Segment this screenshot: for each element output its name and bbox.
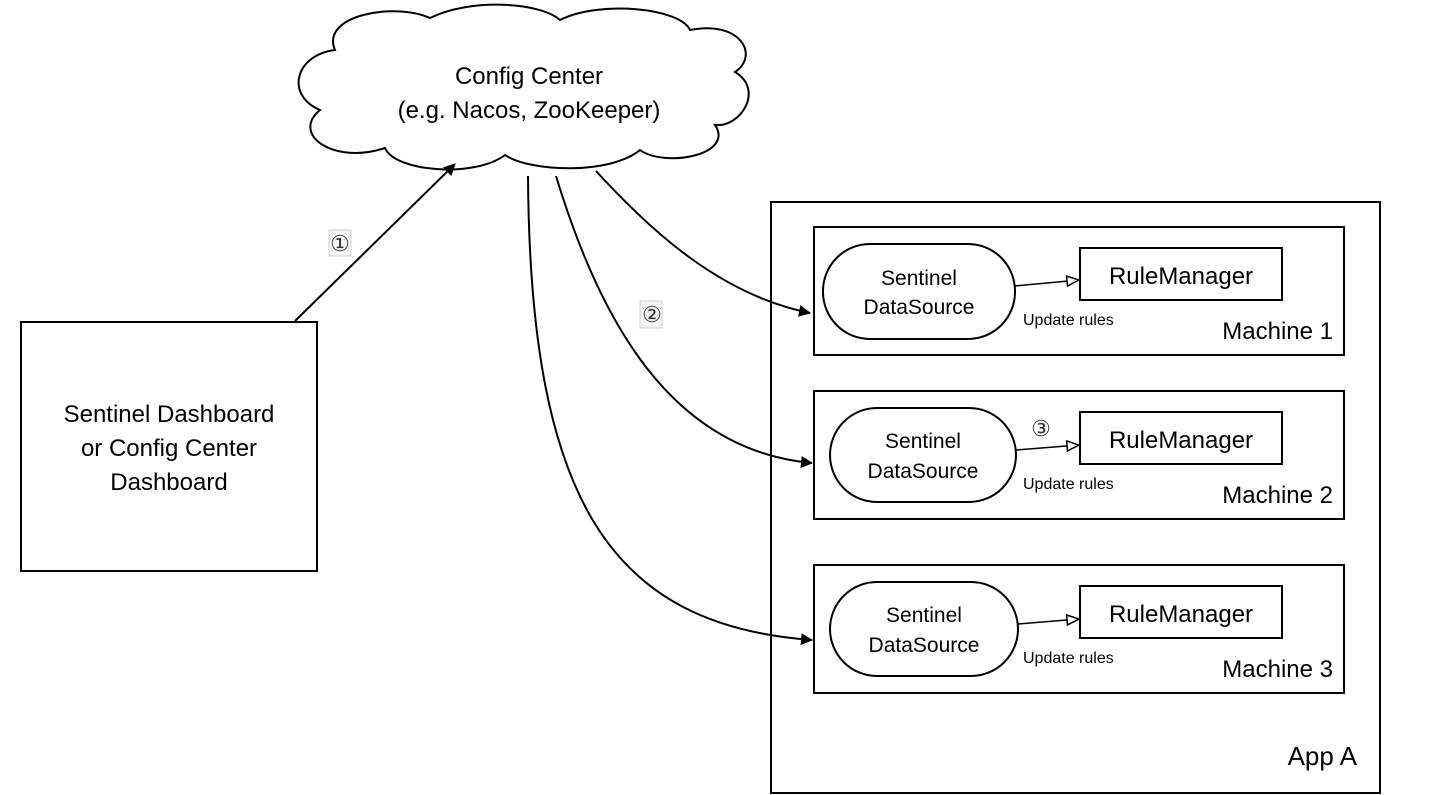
edge-config-to-machine-3: [527, 175, 813, 646]
machine-1-rule-manager: [1079, 247, 1283, 301]
machine-2-label: Machine 2: [1222, 482, 1333, 509]
step-1-box: [328, 229, 352, 257]
machine-1-datasource-line1: Sentinel: [881, 267, 957, 290]
machine-3: Sentinel DataSource Update rules RuleMan…: [813, 564, 1345, 694]
dashboard-node: Sentinel Dashboard or Config Center Dash…: [20, 321, 318, 572]
step-1-label: ①: [330, 231, 350, 256]
machine-1: Sentinel DataSource Update rules RuleMan…: [813, 226, 1345, 356]
machine-3-label: Machine 3: [1222, 656, 1333, 683]
machine-3-update-edge: [1017, 619, 1079, 624]
dashboard-label-line1: Sentinel Dashboard: [64, 401, 275, 428]
dashboard-label-line2: or Config Center: [81, 435, 257, 462]
cloud-shape: [297, 3, 750, 171]
step-3-label: ③: [1031, 416, 1051, 441]
machine-3-rule-manager-label: RuleManager: [1109, 601, 1253, 628]
edge-config-to-machine-2: [555, 175, 813, 468]
machine-1-update-label: Update rules: [1023, 312, 1114, 329]
machine-1-label: Machine 1: [1222, 318, 1333, 345]
machine-3-datasource: [829, 581, 1019, 677]
machine-3-update-label: Update rules: [1023, 650, 1114, 667]
machine-3-datasource-line1: Sentinel: [886, 604, 962, 627]
step-1-marker: ①: [328, 229, 352, 257]
config-center-title: Config Center: [455, 63, 603, 90]
step-2-marker: ②: [639, 300, 663, 329]
machine-2-update-label: Update rules: [1023, 476, 1114, 493]
machine-1-datasource: [822, 243, 1016, 340]
config-center-subtitle: (e.g. Nacos, ZooKeeper): [398, 97, 661, 124]
config-center-node: Config Center (e.g. Nacos, ZooKeeper): [297, 3, 750, 171]
dashboard-label-line3: Dashboard: [110, 469, 227, 496]
machine-2: Sentinel DataSource Update rules ③ RuleM…: [813, 390, 1345, 520]
machine-2-update-edge: [1015, 445, 1079, 450]
app-a-label: App A: [1288, 741, 1358, 771]
machine-1-rule-manager-label: RuleManager: [1109, 263, 1253, 290]
machine-3-datasource-line2: DataSource: [869, 634, 980, 657]
step-2-label: ②: [642, 302, 662, 327]
dashboard-box: [20, 321, 318, 572]
machine-1-update-edge: [1014, 280, 1079, 286]
step-2-box: [639, 300, 663, 329]
machine-2-rule-manager-label: RuleManager: [1109, 427, 1253, 454]
machine-2-datasource: [829, 407, 1017, 503]
edge-config-to-machine-1: [595, 170, 811, 317]
edge-dashboard-to-config: [294, 163, 456, 322]
machine-1-datasource-line2: DataSource: [864, 296, 975, 319]
machine-2-datasource-line2: DataSource: [868, 460, 979, 483]
machine-3-rule-manager: [1079, 585, 1283, 639]
machine-2-rule-manager: [1079, 411, 1283, 465]
machine-2-datasource-line1: Sentinel: [885, 430, 961, 453]
